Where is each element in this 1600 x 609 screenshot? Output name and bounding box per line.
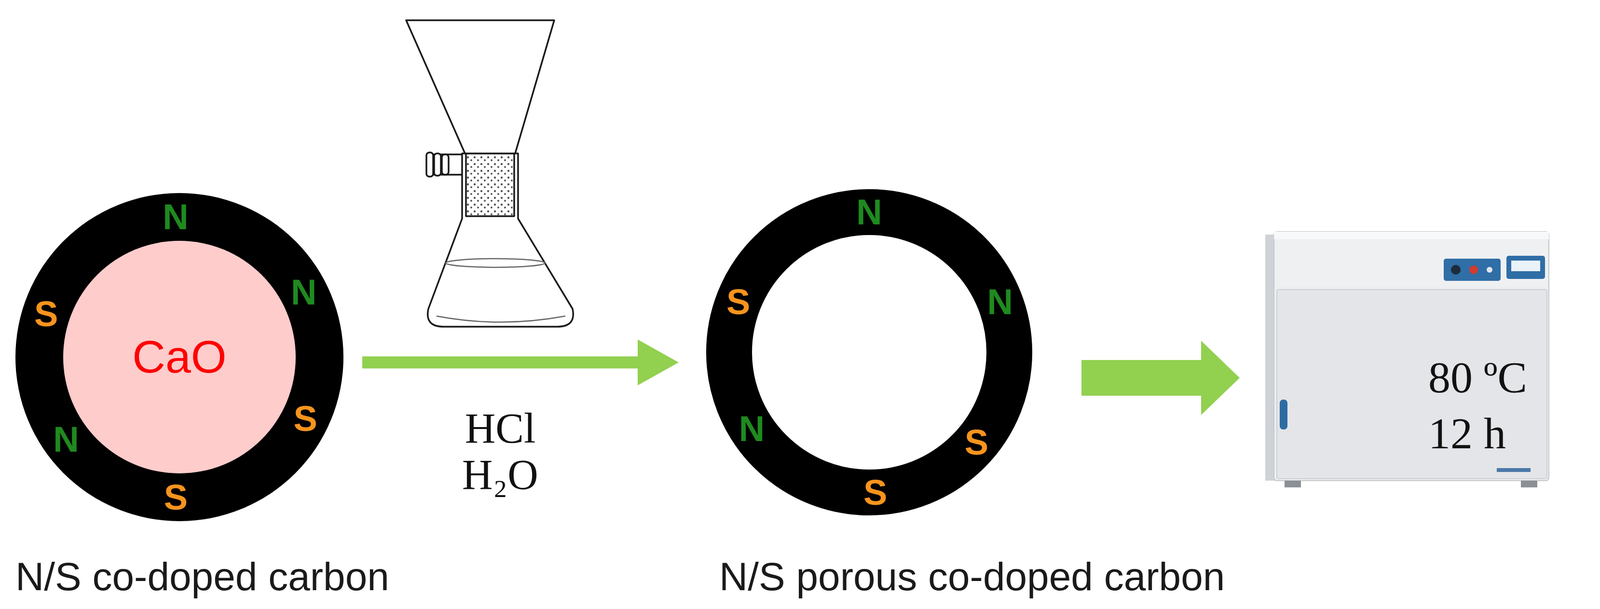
- process-arrow: [362, 356, 638, 369]
- sample-caption: N/S porous co-doped carbon: [719, 552, 1225, 601]
- cao-core-disc: [63, 240, 296, 474]
- oven-badge: [1496, 467, 1531, 472]
- oven-foot: [1520, 480, 1538, 488]
- hose-barb: [434, 153, 441, 176]
- dopant-symbol: N: [738, 409, 765, 449]
- filtration-flask: [406, 20, 574, 327]
- display-screen: [1511, 260, 1541, 272]
- door-handle: [1279, 399, 1288, 430]
- dopant-symbol: S: [164, 477, 188, 517]
- process-arrow: [1081, 359, 1202, 396]
- porous-shell: N/S porous co-doped carbon: [706, 189, 1033, 516]
- fritted-disc: [465, 153, 515, 217]
- porous-shell-outline: [706, 189, 1033, 516]
- drying-oven: 80 ºC12 h: [1265, 229, 1551, 495]
- dopant-symbol: N: [986, 282, 1013, 322]
- sample-caption: N/S co-doped carbon: [15, 552, 390, 601]
- oven-top: [1273, 231, 1549, 240]
- hose-barb: [441, 154, 449, 175]
- dopant-symbol: S: [964, 422, 989, 462]
- funnel-stem: [465, 153, 515, 217]
- carbon-shell: CaON/S co-doped carbon: [15, 192, 344, 521]
- dopant-symbol: S: [34, 294, 58, 334]
- porous-shell-ring: [729, 212, 1010, 493]
- funnel-cone: [406, 20, 555, 154]
- oven-temperature: 80 ºC: [1428, 352, 1528, 404]
- dopant-symbol: N: [290, 272, 317, 312]
- core-label: CaO: [132, 330, 227, 383]
- cao-core: CaO: [63, 240, 296, 474]
- carbon-shell-disc: [15, 192, 344, 521]
- oven-door: [1276, 289, 1547, 479]
- oven-foot: [1284, 480, 1301, 488]
- liquid-level: [445, 258, 546, 268]
- power-light: [1469, 265, 1478, 274]
- dopant-symbol: S: [863, 472, 888, 512]
- dopant-symbol: S: [293, 398, 317, 438]
- flask-body: [427, 153, 574, 327]
- control-button: [1486, 266, 1493, 273]
- oven-time: 12 h: [1428, 408, 1506, 460]
- control-strip: [1275, 240, 1547, 287]
- oven-body: [1273, 231, 1549, 481]
- dopant-symbol: N: [856, 192, 882, 232]
- dopant-symbol: S: [726, 282, 751, 322]
- hose-barb: [426, 152, 434, 177]
- control-knob: [1450, 264, 1461, 275]
- reagent-label: HCl H₂O: [459, 405, 542, 498]
- dopant-symbol: N: [162, 197, 189, 237]
- display-plate: [1506, 255, 1546, 279]
- flask-base: [436, 315, 566, 323]
- control-plate: [1443, 258, 1501, 281]
- dopant-symbol: N: [53, 419, 79, 459]
